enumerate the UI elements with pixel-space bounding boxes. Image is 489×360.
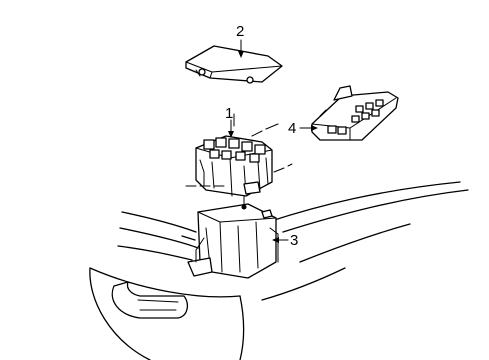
fuse-relay-box-part	[185, 113, 293, 210]
callout-2-label: 2	[236, 23, 244, 40]
vehicle-body-outline	[89, 181, 469, 360]
relay-connector-block-part	[311, 85, 399, 141]
callout-3-label: 3	[290, 232, 298, 249]
callout-4-label: 4	[288, 120, 296, 137]
lower-bracket-part	[187, 203, 279, 279]
callout-1-label: 1	[225, 105, 233, 122]
fuse-box-cover-part	[185, 45, 283, 84]
callout-leaders	[228, 39, 318, 243]
